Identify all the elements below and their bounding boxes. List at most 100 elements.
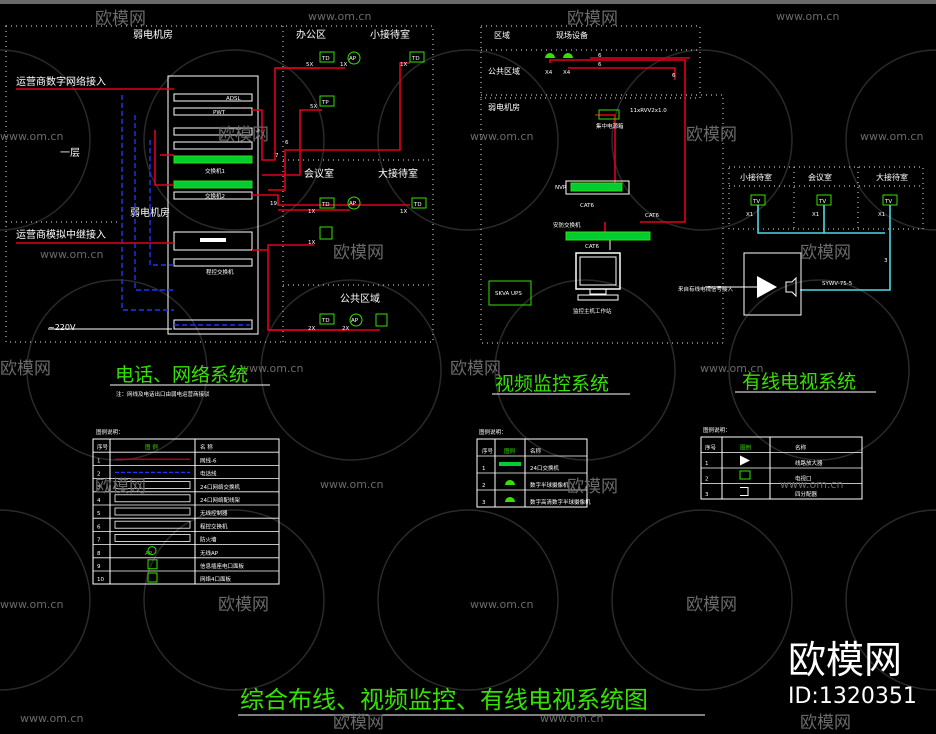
cctv-section: 区域 现场设备 公共区域 弱电机房 X4 X4 6 6 6 集中电源箱 11xR… (480, 25, 724, 395)
svg-text:图例说明：: 图例说明： (479, 428, 507, 436)
svg-text:TP: TP (321, 100, 329, 106)
svg-text:www.om.cn: www.om.cn (240, 362, 303, 375)
ups-device (488, 280, 532, 306)
legend-cell: 5 (97, 511, 101, 517)
panel-outlet-icon (375, 313, 388, 327)
svg-text:www.om.cn: www.om.cn (780, 478, 843, 491)
watermark-text: 欧模网 www.om.cn 欧模网 www.om.cn www.om.cn 欧模… (0, 9, 923, 733)
svg-text:CAT6: CAT6 (585, 244, 600, 250)
legend-cell: 网线-6 (200, 456, 217, 464)
workstation-label: 监控主机工作站 (573, 307, 612, 315)
amplifier-box (743, 252, 802, 316)
svg-text:6: 6 (672, 73, 676, 79)
catv-room-3: 大接待室 (876, 172, 908, 182)
nvr-label: NVR (555, 185, 567, 191)
equipment-rack (167, 75, 259, 335)
phone-network-note: 注：网线及电话出口由弱电运营商接驳 (116, 390, 210, 398)
svg-text:欧模网: 欧模网 (218, 595, 269, 615)
panel-outlet-icon (319, 226, 333, 240)
device-icon (114, 507, 191, 516)
dome-camera-icon (563, 53, 573, 58)
legend-cell: 3 (97, 485, 101, 491)
amplifier-icon (740, 455, 750, 466)
svg-text:3: 3 (884, 258, 888, 264)
legend-cell: 信息插座电口面板 (200, 562, 245, 570)
switch-icon (499, 462, 521, 466)
input-digital-label: 运营商数字网络接入 (16, 75, 106, 88)
cctv-header-area: 区域 (494, 30, 510, 40)
legend-cell: 数字半球摄像机 (530, 481, 569, 489)
svg-text:6: 6 (285, 140, 289, 146)
svg-text:www.om.cn: www.om.cn (700, 362, 763, 375)
main-title: 综合布线、视频监控、有线电视系统图 (240, 686, 648, 714)
svg-text:www.om.cn: www.om.cn (320, 478, 383, 491)
brand-logo-text: 欧模网 (788, 638, 902, 682)
svg-text:欧模网: 欧模网 (95, 477, 146, 497)
ups-label: SKVA UPS (495, 291, 522, 297)
svg-text:欧模网: 欧模网 (686, 125, 737, 145)
area-meeting: 会议室 (304, 167, 334, 180)
svg-text:www.om.cn: www.om.cn (40, 248, 103, 261)
svg-text:1X: 1X (308, 209, 315, 215)
legend-cell: 图例 (740, 444, 752, 452)
svg-text:6: 6 (598, 53, 602, 59)
svg-text:欧模网: 欧模网 (218, 125, 269, 145)
rack-units: ADSL PWT 交换机1 交换机2 程控交换机 (173, 93, 253, 330)
svg-text:X1: X1 (878, 212, 885, 218)
amplifier-icon (757, 276, 777, 298)
nvr-device (565, 180, 630, 195)
svg-text:5X: 5X (306, 62, 313, 68)
legend-cell: 序号 (97, 443, 109, 451)
legend-cell: 名称 (530, 447, 542, 455)
phone-network-section: 弱电机房 办公区 小接待室 会议室 大接待室 公共区域 一层 弱电机房 运营商数… (5, 25, 434, 398)
svg-text:AP: AP (349, 56, 357, 62)
svg-text:欧模网: 欧模网 (567, 477, 618, 497)
catv-rooms-frame (728, 166, 924, 230)
legend-cell: 7 (97, 538, 101, 544)
area-weak-room-top: 弱电机房 (133, 28, 173, 41)
power-supply-icon (598, 109, 620, 120)
legend-cell: 10 (97, 577, 104, 583)
outlet-icon (147, 572, 158, 583)
svg-text:欧模网: 欧模网 (95, 9, 146, 29)
watermark-circles (0, 49, 936, 691)
cctv-weak-room-label: 弱电机房 (488, 102, 520, 112)
area-small-reception: 小接待室 (370, 28, 410, 41)
catv-section: 小接待室 会议室 大接待室 TV TV TV X1 X1 X1 3 来自有线电视… (678, 166, 924, 393)
svg-text:www.om.cn: www.om.cn (308, 10, 371, 23)
svg-text:www.om.cn: www.om.cn (860, 130, 923, 143)
svg-text:2X: 2X (308, 326, 315, 332)
area-public: 公共区域 (340, 292, 380, 305)
svg-text:欧模网: 欧模网 (333, 713, 384, 733)
phone-outer-frame (5, 25, 434, 343)
legend-cell: 1 (705, 461, 709, 467)
legend-cell: 名 称 (200, 443, 213, 451)
device-icon (114, 494, 191, 503)
svg-text:AP: AP (351, 318, 359, 324)
catv-room-2: 会议室 (808, 172, 832, 182)
phone-wires-blue (121, 95, 250, 326)
svg-text:www.om.cn: www.om.cn (540, 712, 603, 725)
svg-text:7: 7 (275, 153, 279, 159)
svg-text:图例说明：: 图例说明： (703, 426, 731, 434)
ap-icon (147, 546, 157, 556)
legend-cell: 2 (482, 483, 486, 489)
svg-text:2X: 2X (342, 326, 349, 332)
td-outlet-icon (409, 51, 425, 63)
svg-text:www.om.cn: www.om.cn (470, 130, 533, 143)
legend-cell: 1 (97, 458, 101, 464)
svg-text:PWT: PWT (213, 110, 226, 116)
legend-cell: 序号 (482, 447, 494, 455)
svg-text:www.om.cn: www.om.cn (470, 598, 533, 611)
legend-cell: 线路放大器 (795, 459, 823, 467)
cctv-public-frame (480, 25, 701, 99)
ap-outlet-icon (347, 51, 361, 65)
legend-cell: 24口交换机 (530, 464, 559, 472)
device-icon (114, 520, 191, 529)
svg-text:TD: TD (321, 56, 330, 62)
legend-cell: 四分配器 (795, 490, 818, 498)
svg-text:www.om.cn: www.om.cn (776, 10, 839, 23)
